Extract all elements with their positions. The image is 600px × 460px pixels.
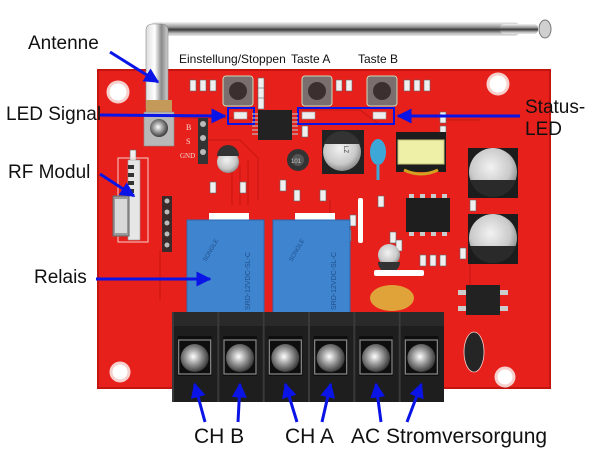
label-button-a: Taste A <box>291 52 331 66</box>
svg-text:LZ: LZ <box>342 146 348 153</box>
silkscreen-bar-horizontal <box>374 270 424 276</box>
terminal-screw <box>217 312 257 402</box>
mounting-holes <box>106 72 516 388</box>
terminal-screw <box>172 312 212 402</box>
smd-resistor <box>257 87 265 100</box>
smd-resistor <box>319 189 327 202</box>
smd-resistor <box>345 79 353 92</box>
yellow-capacitor <box>370 285 414 311</box>
svg-text:SRD-12VDC-SL-C: SRD-12VDC-SL-C <box>245 252 252 310</box>
terminal-arrow <box>231 382 247 423</box>
arrow-led-signal <box>99 108 227 124</box>
arrow-antenna <box>109 50 160 84</box>
smd-resistor <box>199 79 207 92</box>
terminal-arrows <box>190 382 424 423</box>
label-ac-power: AC Stromversorgung <box>351 425 548 448</box>
label-rf-module: RF Modul <box>8 162 91 183</box>
signal-header: B S GND <box>180 118 208 164</box>
smd-resistor <box>389 231 397 244</box>
smd-resistor <box>377 195 385 208</box>
label-ch-b: CH B <box>194 425 245 448</box>
smd-resistor <box>279 179 287 192</box>
label-relay: Relais <box>34 267 87 288</box>
relay-2: SONGLE SRD-12VDC-SL-C <box>272 213 351 319</box>
smd-resistor <box>419 254 427 267</box>
y-capacitor <box>370 139 386 180</box>
button-setup <box>222 75 254 107</box>
antenna <box>143 19 552 147</box>
smd-resistor <box>189 79 197 92</box>
smd-resistor <box>301 125 309 138</box>
smd-resistor <box>209 181 217 194</box>
terminal-screw <box>398 312 439 402</box>
label-antenna: Antenne <box>28 33 99 54</box>
label-status-led-line1: Status- <box>525 97 586 118</box>
smd-resistor <box>239 181 247 194</box>
annotation-arrows <box>96 50 520 287</box>
label-status-led-line2: LED <box>525 119 562 140</box>
terminal-arrow <box>282 382 299 423</box>
smd-resistor <box>469 199 477 212</box>
relay-1: SONGLE SRD-12VDC-SL-C <box>186 213 265 319</box>
header-pin-s: S <box>186 137 190 146</box>
smd-resistor <box>413 79 421 92</box>
tactile-buttons <box>222 75 398 107</box>
svg-text:SRD-12VDC-SL-C: SRD-12VDC-SL-C <box>331 252 338 310</box>
capacitor-main: LZ <box>322 130 364 174</box>
terminal-block <box>172 312 444 402</box>
varistor <box>463 331 485 373</box>
button-b <box>366 75 398 107</box>
smd-resistor <box>257 77 265 90</box>
capacitor-hv-1 <box>468 148 518 198</box>
label-button-b: Taste B <box>358 52 399 66</box>
smd-resistor <box>439 254 447 267</box>
arrow-rf-module <box>99 172 136 198</box>
label-led-signal: LED Signal <box>6 104 102 125</box>
smd-resistor <box>403 79 411 92</box>
smd-resistor <box>129 149 137 162</box>
terminal-arrow <box>320 382 335 423</box>
smd-resistor <box>257 97 265 110</box>
led-signal <box>227 107 255 125</box>
button-a <box>301 75 333 107</box>
svg-text:101: 101 <box>291 159 302 165</box>
smd-resistor <box>293 189 301 202</box>
decoder-ic <box>252 110 298 140</box>
terminal-screw <box>262 312 303 402</box>
capacitor-small-2 <box>378 244 400 273</box>
status-leds <box>297 107 395 125</box>
smd-resistor <box>459 247 467 260</box>
smd-resistor <box>349 214 357 227</box>
header-pin-b: B <box>186 123 191 132</box>
capacitor-hv-2 <box>468 214 518 264</box>
header-pin-gnd: GND <box>180 152 195 160</box>
transformer <box>396 132 446 176</box>
capacitor-small <box>217 145 239 173</box>
bridge-rectifier <box>458 285 508 315</box>
terminal-screw <box>308 312 348 402</box>
label-ch-a: CH A <box>285 425 335 448</box>
smd-resistor <box>209 79 217 92</box>
terminal-arrow <box>190 382 207 423</box>
label-button-setup: Einstellung/Stoppen <box>179 52 286 66</box>
terminal-arrow <box>370 382 386 423</box>
terminal-arrow <box>405 382 424 423</box>
rf-header <box>162 196 172 252</box>
smd-resistor <box>423 79 431 92</box>
power-ic <box>406 194 450 236</box>
smd-resistor <box>429 254 437 267</box>
smd-resistor <box>335 79 343 92</box>
inductor: 101 <box>287 149 309 171</box>
terminal-screw <box>353 312 393 402</box>
silkscreen-bar-vertical <box>358 198 363 243</box>
